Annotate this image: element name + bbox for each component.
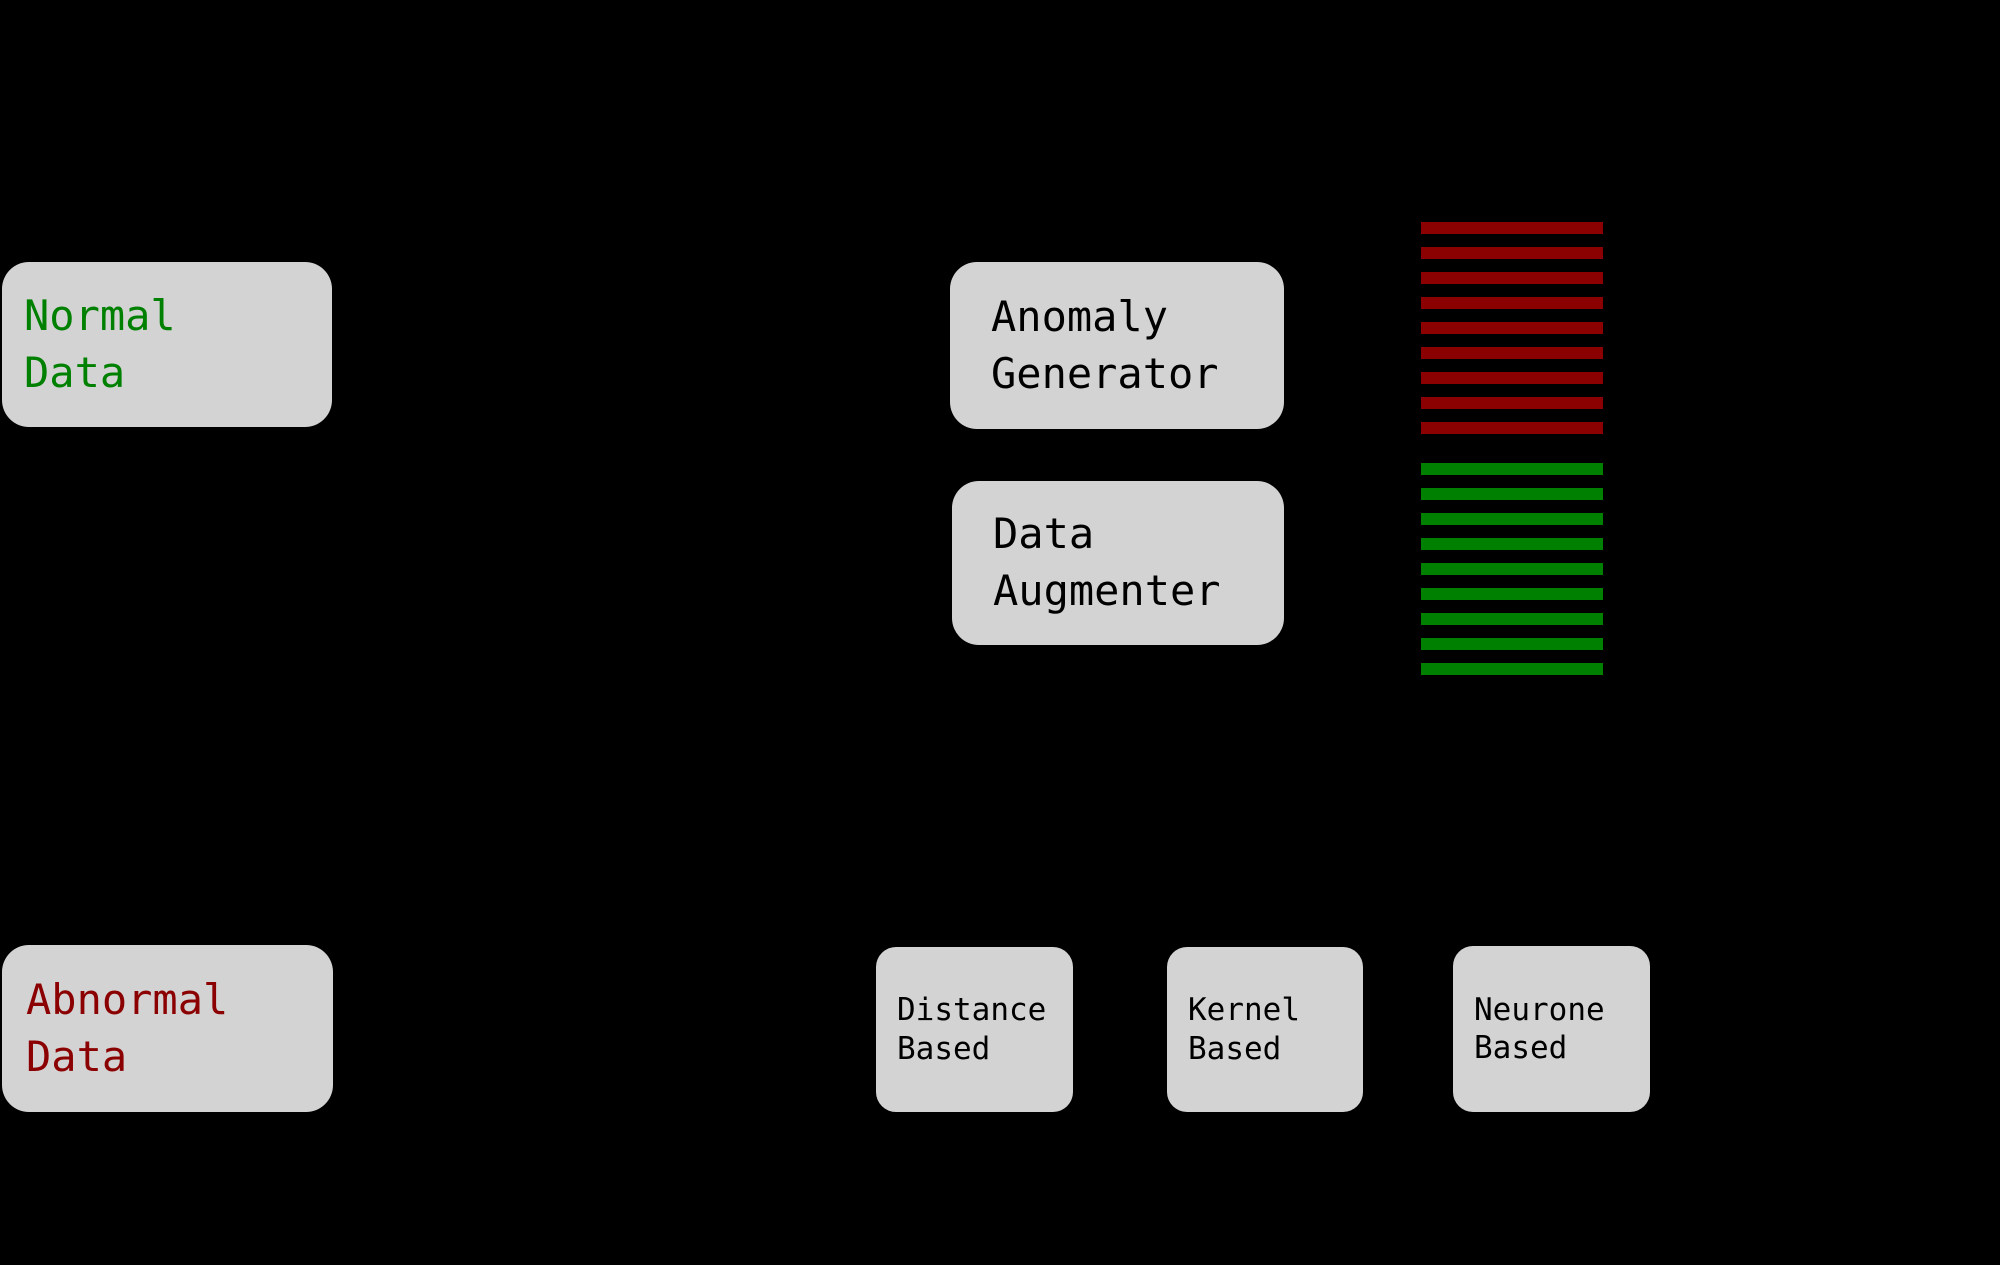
normal-stripe bbox=[1421, 588, 1603, 600]
neurone-based-label-line1: Neurone bbox=[1474, 991, 1605, 1028]
distance-based-label-line1: Distance bbox=[897, 992, 1047, 1029]
normal-stripe bbox=[1421, 663, 1603, 675]
normal-stripe bbox=[1421, 538, 1603, 550]
abnormal-stripe bbox=[1421, 272, 1603, 284]
abnormal-stripe bbox=[1421, 297, 1603, 309]
abnormal-data-label-line2: Data bbox=[26, 1031, 128, 1081]
kernel-based-label-line1: Kernel bbox=[1188, 992, 1300, 1029]
normal-data-label-line1: Normal bbox=[24, 290, 176, 340]
data-augmenter-label-line1: Data bbox=[993, 509, 1095, 559]
abnormal-data-box: Abnormal Data bbox=[2, 945, 333, 1112]
abnormal-data-label-line1: Abnormal bbox=[26, 974, 229, 1024]
abnormal-stripe bbox=[1421, 372, 1603, 384]
abnormal-stripe bbox=[1421, 222, 1603, 234]
anomaly-generator-label-line2: Generator bbox=[991, 348, 1219, 398]
neurone-based-box: Neurone Based bbox=[1453, 946, 1650, 1112]
normal-stripe bbox=[1421, 563, 1603, 575]
distance-based-label-line2: Based bbox=[897, 1030, 991, 1067]
data-augmenter-label-line2: Augmenter bbox=[993, 566, 1221, 615]
normal-stripe bbox=[1421, 513, 1603, 525]
anomaly-generator-box: Anomaly Generator bbox=[950, 262, 1284, 429]
normal-stripe bbox=[1421, 613, 1603, 625]
normal-stripe bbox=[1421, 463, 1603, 475]
abnormal-stripe bbox=[1421, 347, 1603, 359]
normal-stripe bbox=[1421, 638, 1603, 650]
abnormal-stripe bbox=[1421, 422, 1603, 434]
distance-based-box: Distance Based bbox=[876, 947, 1073, 1112]
neurone-based-label-line2: Based bbox=[1474, 1030, 1568, 1066]
normal-data-label-line2: Data bbox=[24, 347, 126, 397]
abnormal-stripe bbox=[1421, 322, 1603, 334]
kernel-based-box: Kernel Based bbox=[1167, 947, 1363, 1112]
abnormal-stripe bbox=[1421, 247, 1603, 259]
anomaly-generator-label-line1: Anomaly bbox=[991, 291, 1169, 341]
normal-data-stripes-block bbox=[1421, 463, 1603, 675]
abnormal-stripe bbox=[1421, 397, 1603, 409]
data-augmenter-box: Data Augmenter bbox=[952, 481, 1284, 645]
kernel-based-label-line2: Based bbox=[1188, 1030, 1282, 1067]
abnormal-data-stripes-block bbox=[1421, 222, 1603, 434]
normal-stripe bbox=[1421, 488, 1603, 500]
normal-data-box: Normal Data bbox=[2, 262, 332, 427]
